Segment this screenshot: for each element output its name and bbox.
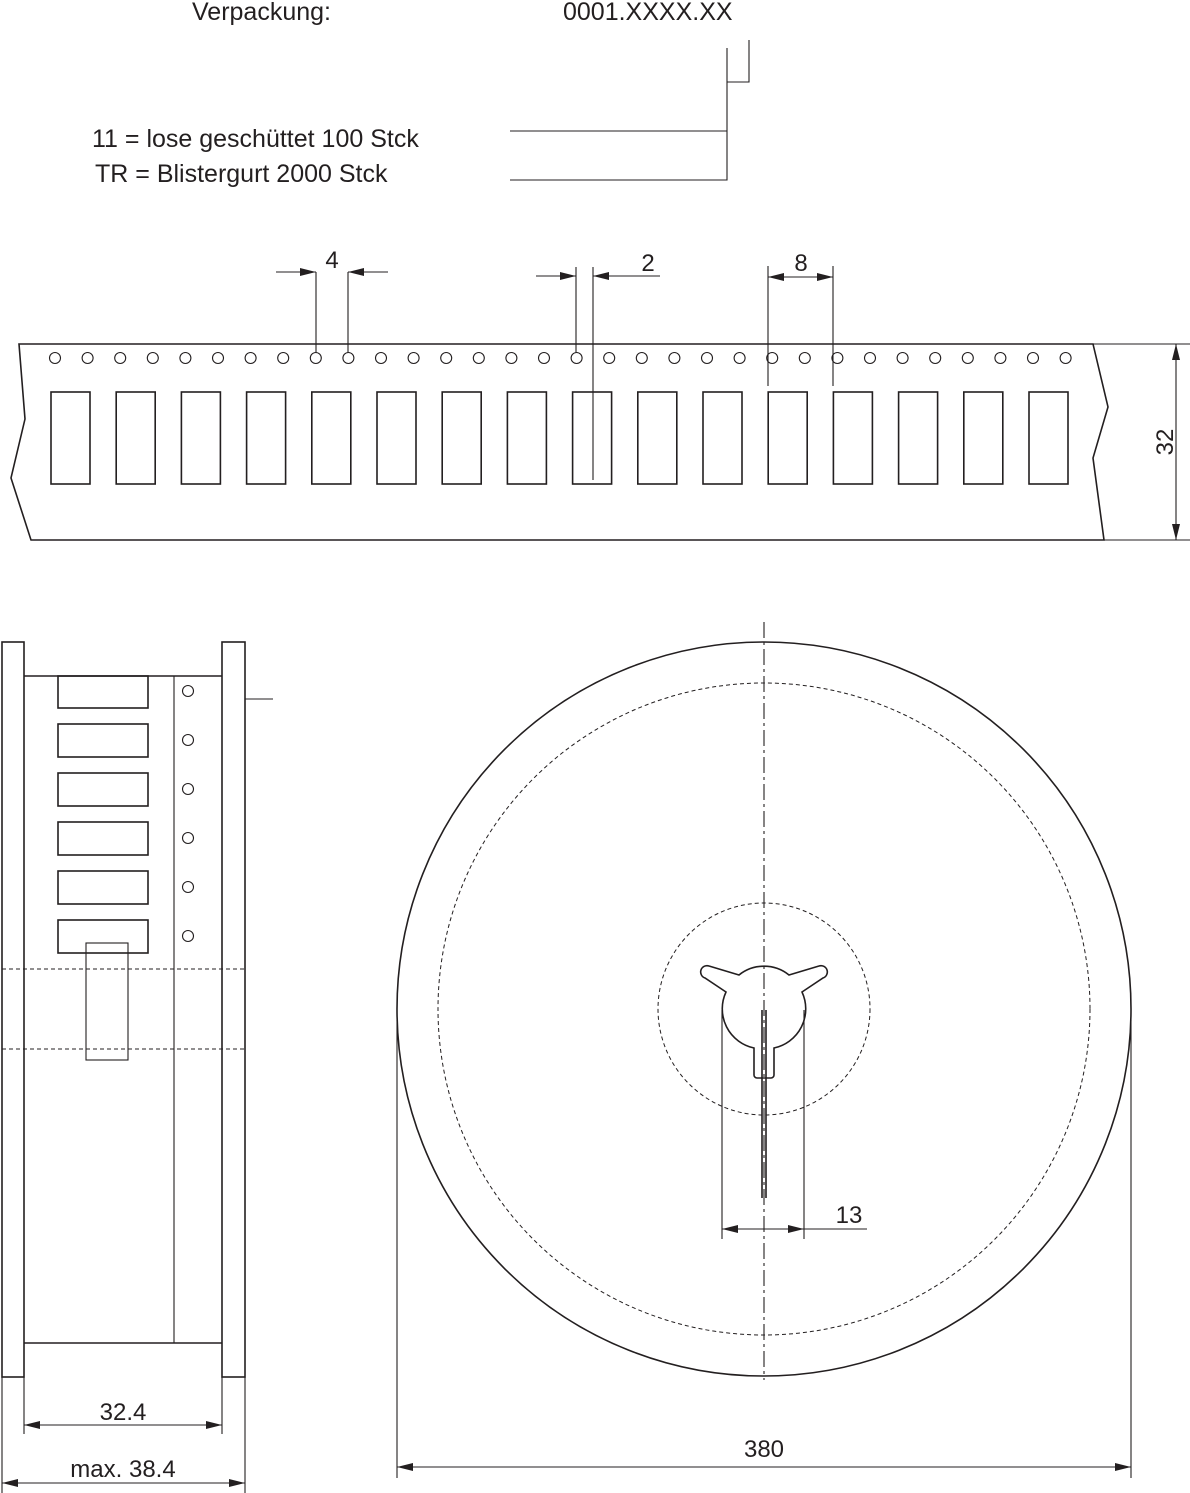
blister-pocket [962, 391, 1004, 485]
sprocket-hole [146, 351, 159, 365]
blister-pocket [180, 391, 222, 485]
sprocket-hole [114, 351, 127, 365]
blister-pocket [636, 391, 678, 485]
sprocket-hole [994, 351, 1007, 365]
sprocket-hole [179, 351, 192, 365]
sprocket-hole [668, 351, 681, 365]
packaging-label: Verpackung: [192, 0, 331, 26]
sprocket-hole [537, 351, 551, 365]
dim-reel-diameter-label: 380 [744, 1436, 784, 1463]
side-pocket [57, 870, 149, 905]
blister-pocket [767, 391, 809, 485]
dim-reel-outer-width [1, 1377, 246, 1493]
sprocket-holes [48, 351, 1072, 365]
sprocket-hole [1026, 351, 1040, 365]
sprocket-hole [766, 351, 779, 365]
side-hole [181, 831, 195, 845]
sprocket-hole [342, 351, 355, 365]
side-hole [181, 880, 195, 894]
blister-pocket [376, 391, 417, 485]
side-view-pockets [57, 675, 149, 954]
sprocket-hole [374, 351, 388, 365]
sprocket-hole [211, 351, 225, 365]
dim-reel-inner-width [23, 1377, 223, 1434]
sprocket-hole [48, 351, 62, 365]
sprocket-hole [244, 351, 257, 365]
blister-pocket [115, 391, 156, 485]
dim-hole-pitch [276, 268, 388, 352]
sprocket-hole [407, 351, 420, 365]
dim-hole-diameter [536, 267, 660, 480]
dim-reel-diameter [396, 1020, 1132, 1478]
sprocket-hole [896, 351, 909, 365]
blister-pocket [506, 391, 548, 485]
dim-hole-diameter-label: 2 [641, 250, 654, 277]
legend-option-tape: TR = Blistergurt 2000 Stck [95, 160, 388, 188]
blister-pocket [571, 391, 613, 485]
side-hole [181, 684, 195, 698]
part-number: 0001.XXXX.XX [563, 0, 733, 26]
blister-tape [10, 343, 1109, 541]
sprocket-hole [733, 351, 746, 365]
side-pocket [57, 821, 149, 856]
side-hole [181, 929, 195, 943]
sprocket-hole [635, 351, 648, 365]
blister-pockets [50, 391, 1069, 485]
sprocket-hole [505, 351, 518, 365]
reel-side-view [1, 641, 273, 1378]
blister-pocket [441, 391, 483, 485]
blister-pocket [1028, 391, 1069, 485]
blister-pocket [245, 391, 287, 485]
sprocket-hole [309, 351, 322, 365]
sprocket-hole [798, 351, 811, 365]
sprocket-hole [81, 351, 94, 365]
side-pocket [57, 723, 149, 758]
dim-hub-bore-label: 13 [836, 1202, 863, 1229]
dim-hole-pitch-label: 4 [325, 247, 338, 274]
sprocket-hole [603, 351, 616, 365]
sprocket-hole [472, 351, 485, 365]
blister-pocket [897, 391, 939, 485]
ordering-code-leader [510, 40, 750, 181]
blister-pocket [310, 391, 352, 485]
side-hole [181, 782, 195, 796]
dim-reel-inner-width-label: 32.4 [100, 1399, 147, 1426]
sprocket-hole [570, 351, 583, 365]
legend-option-loose: 11 = lose geschüttet 100 Stck [92, 125, 419, 153]
blister-pocket [832, 391, 874, 485]
sprocket-hole [929, 351, 942, 365]
side-hole [181, 733, 195, 747]
side-pocket [57, 675, 149, 709]
sprocket-hole [831, 351, 844, 365]
dim-tape-width [1093, 343, 1190, 541]
sprocket-hole [440, 351, 453, 365]
blister-pocket [702, 391, 743, 485]
dim-pocket-pitch [767, 266, 834, 386]
dim-reel-outer-width-label: max. 38.4 [70, 1456, 175, 1483]
sprocket-hole [863, 351, 877, 365]
reel-front-view [396, 622, 1132, 1380]
sprocket-hole [277, 351, 290, 365]
sprocket-hole [961, 351, 974, 365]
blister-pocket [50, 391, 91, 485]
sprocket-hole [700, 351, 714, 365]
side-pocket [57, 772, 149, 807]
sprocket-hole [1059, 351, 1072, 365]
side-pocket [57, 919, 149, 954]
dim-tape-width-label: 32 [1152, 429, 1179, 456]
dim-pocket-pitch-label: 8 [794, 250, 807, 277]
dim-hub-bore [721, 1010, 867, 1239]
side-view-holes [181, 684, 195, 943]
